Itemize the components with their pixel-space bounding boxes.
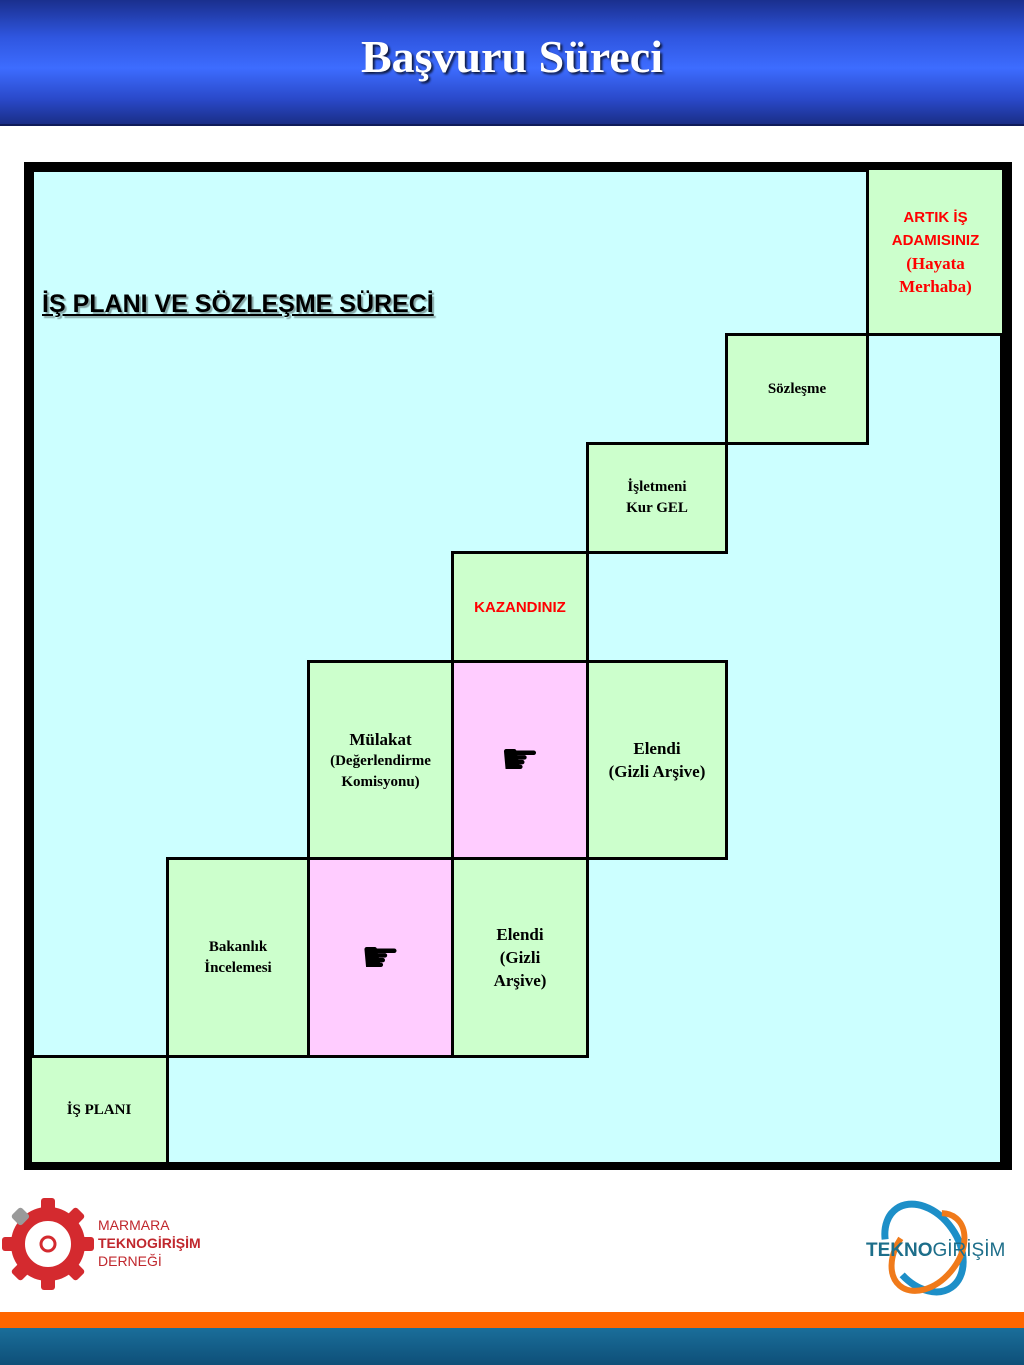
pointing-hand-icon: ☛ xyxy=(500,734,540,785)
artik-is-adamisiniz-cell: ARTIK İŞ ADAMISINIZ (Hayata Merhaba) xyxy=(866,170,1002,336)
footer-stripe-orange xyxy=(0,1312,1024,1328)
elendi-lower-label-3: Arşive) xyxy=(493,971,547,990)
mulakat-label-3: Komisyonu) xyxy=(341,773,420,790)
left-logo-line-3: DERNEĞİ xyxy=(98,1253,162,1269)
artik-label-1: ARTIK İŞ xyxy=(903,208,968,226)
marmara-teknogirisim-logo: MARMARA TEKNOGİRİŞİM DERNEĞİ xyxy=(2,1196,232,1292)
is-plani-cell: İŞ PLANI xyxy=(32,1055,169,1162)
footer-stripe-blue xyxy=(0,1328,1024,1365)
kazandiniz-cell: KAZANDINIZ xyxy=(451,551,589,663)
isletmeni-cell: İşletmeni Kur GEL xyxy=(586,442,728,554)
mulakat-label-1: Mülakat xyxy=(349,729,412,749)
orbit-logo-icon xyxy=(881,1200,968,1296)
left-logo-line-1: MARMARA xyxy=(98,1217,170,1233)
left-logo-line-2: TEKNOGİRİŞİM xyxy=(98,1235,201,1251)
mulakat-cell: Mülakat (Değerlendirme Komisyonu) xyxy=(307,660,454,860)
artik-label-4: Merhaba) xyxy=(899,276,972,296)
mulakat-label-2: (Değerlendirme xyxy=(330,752,431,769)
elendi-upper-label-2: (Gizli Arşive) xyxy=(608,762,706,781)
page-title: Başvuru Süreci xyxy=(360,31,664,82)
sozlesme-label: Sözleşme xyxy=(767,380,827,397)
sozlesme-cell: Sözleşme xyxy=(725,333,869,445)
is-plani-label: İŞ PLANI xyxy=(66,1101,132,1118)
isletmeni-label-2: Kur GEL xyxy=(626,500,688,516)
gear-logo-icon xyxy=(2,1198,94,1290)
pointing-hand-icon: ☛ xyxy=(360,931,401,983)
hand-cell-upper: ☛ xyxy=(451,660,589,860)
bakanlik-cell: Bakanlık İncelemesi xyxy=(166,857,310,1058)
header-banner: Başvuru Süreci xyxy=(0,0,1024,126)
elendi-lower-label-2: (Gizli xyxy=(499,948,541,967)
hand-cell-lower: ☛ xyxy=(307,857,454,1058)
artik-label-2: ADAMISINIZ xyxy=(891,231,980,249)
right-logo-bold: TEKNO xyxy=(866,1240,933,1261)
elendi-lower-cell: Elendi (Gizli Arşive) xyxy=(451,857,589,1058)
isletmeni-label-1: İşletmeni xyxy=(627,479,687,495)
right-logo-wordmark: TEKNOGİRİŞİM xyxy=(866,1240,1005,1262)
bakanlik-label-1: Bakanlık xyxy=(208,938,268,955)
elendi-upper-label-1: Elendi xyxy=(633,739,681,758)
kazandiniz-label: KAZANDINIZ xyxy=(474,598,566,616)
artik-label-3: (Hayata xyxy=(906,253,965,273)
teknogirisim-logo: TEKNOGİRİŞİM xyxy=(862,1196,1022,1304)
elendi-upper-cell: Elendi (Gizli Arşive) xyxy=(586,660,728,860)
section-title: İŞ PLANI VE SÖZLEŞME SÜRECİ xyxy=(42,290,434,318)
right-logo-regular: GİRİŞİM xyxy=(932,1240,1006,1261)
diagram-background-lower xyxy=(168,1056,1000,1162)
bakanlik-label-2: İncelemesi xyxy=(204,959,272,976)
elendi-lower-label-1: Elendi xyxy=(496,925,544,944)
